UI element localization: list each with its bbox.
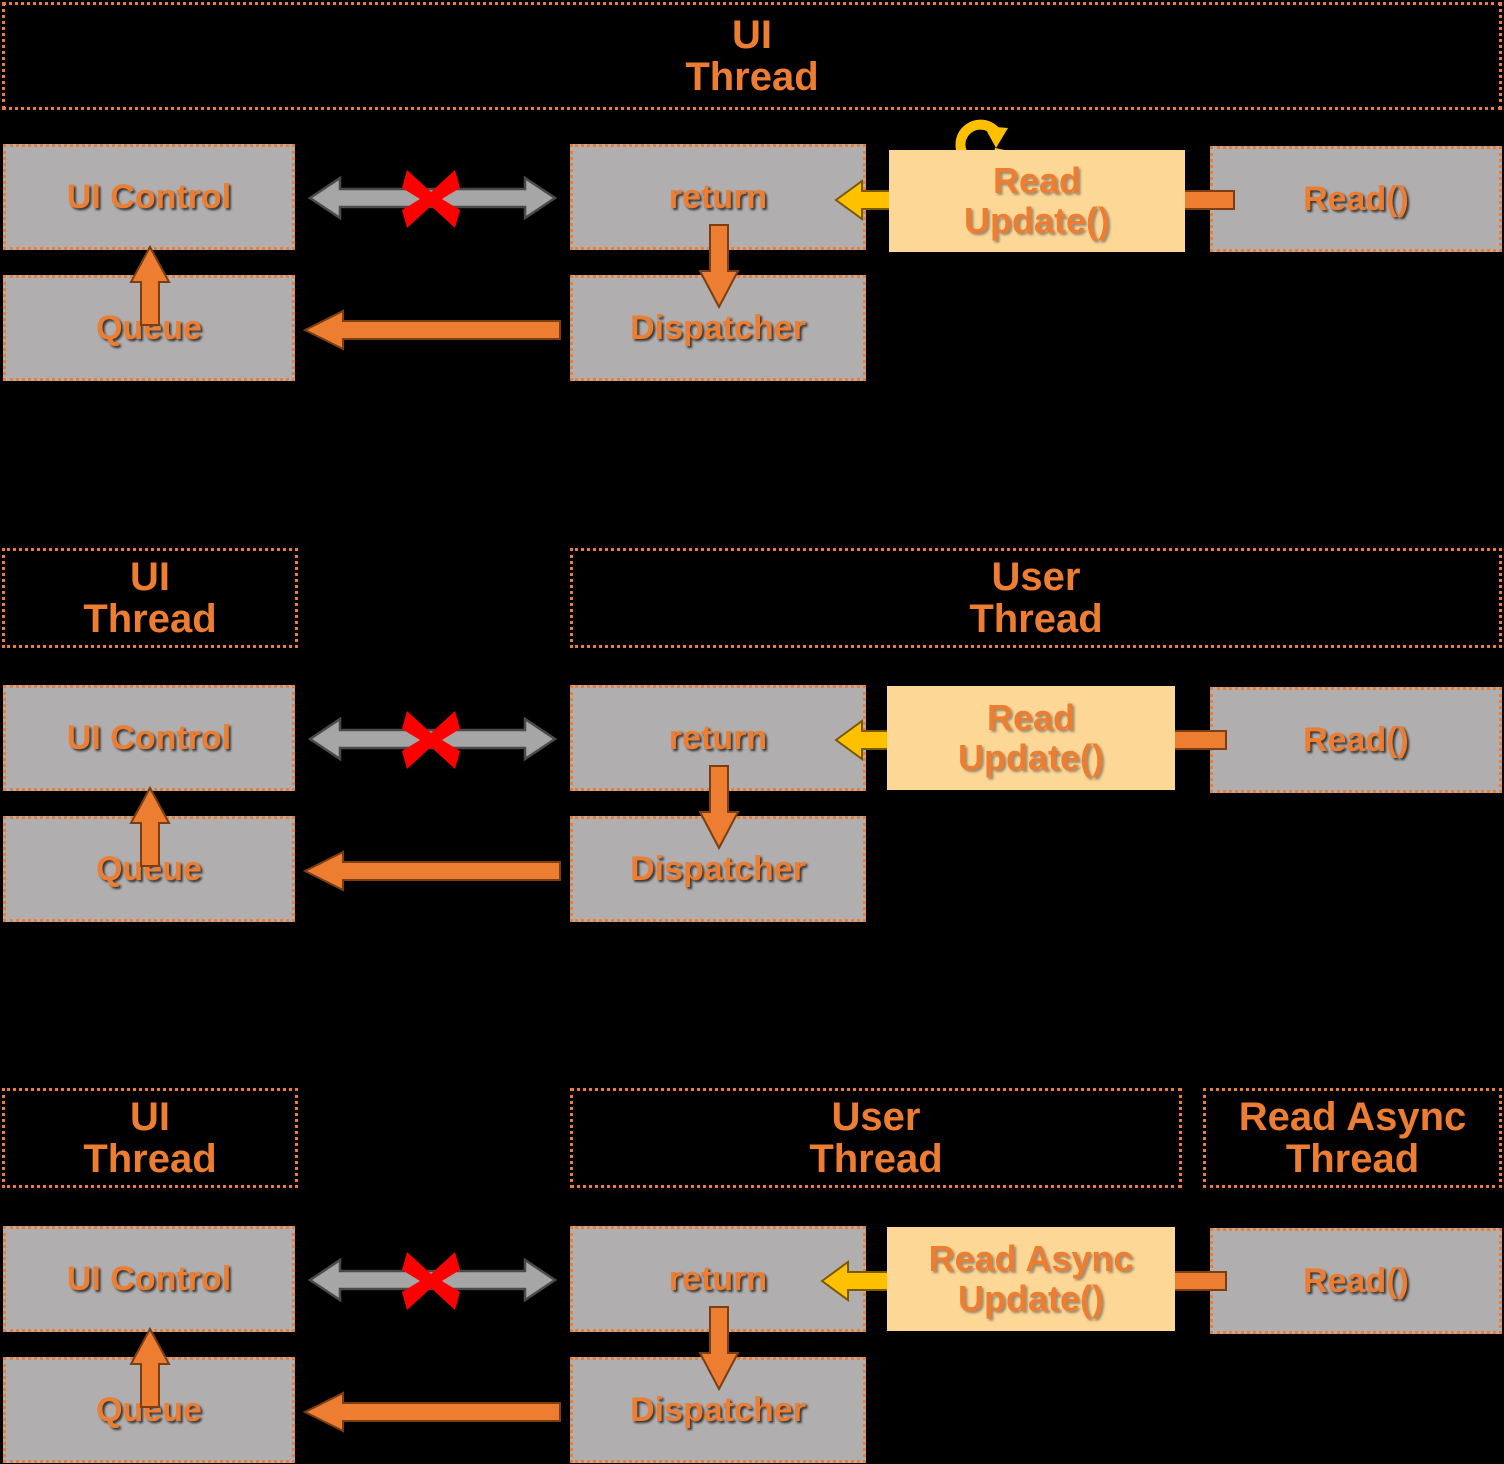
section-2-ui-control[interactable]: UI Control — [3, 685, 295, 791]
red-x-icon — [402, 711, 460, 769]
thread-header-line-1: UI — [130, 1095, 170, 1139]
yellow-label-line-2: Update() — [958, 737, 1104, 778]
section-1-queue-to-ui-control-arrow — [129, 244, 171, 326]
node-label: Dispatcher — [630, 1390, 806, 1429]
section-2-return-to-dispatcher-arrow — [698, 765, 740, 851]
node-label: UI Control — [66, 1259, 232, 1298]
section-3-read-async-update[interactable]: Read Async Update() — [887, 1227, 1175, 1331]
thread-header-line-2: Thread — [83, 597, 217, 641]
section-3-ui-control[interactable]: UI Control — [3, 1226, 295, 1332]
section-2-read-call[interactable]: Read() — [1210, 687, 1502, 793]
section-2-queue-to-ui-control-arrow — [129, 785, 171, 867]
yellow-label-line-1: Read — [992, 159, 1082, 201]
node-label: Read() — [1303, 1261, 1409, 1300]
section-3-ui-thread-header: UI Thread — [2, 1088, 298, 1188]
section-1-dispatcher-to-queue-arrow — [302, 309, 561, 351]
yellow-label-line-1: Read — [986, 696, 1076, 738]
yellow-label-line-2: Update() — [958, 1278, 1104, 1319]
section-1-dispatcher[interactable]: Dispatcher — [570, 275, 866, 381]
node-label: UI Control — [66, 718, 232, 757]
section-1-ui-thread-header: UI Thread — [2, 2, 1502, 110]
thread-header-line-2: Thread — [83, 1137, 217, 1181]
thread-header-line-1: User — [831, 1095, 921, 1139]
yellow-label-line-1: Read Async — [928, 1237, 1134, 1279]
section-1-read-call[interactable]: Read() — [1210, 146, 1502, 252]
thread-header-line-1: UI — [130, 555, 170, 599]
thread-header-line-2: Thread — [1285, 1137, 1420, 1181]
section-2-user-thread-header: User Thread — [570, 548, 1502, 648]
section-1-ui-control[interactable]: UI Control — [3, 144, 295, 250]
section-1-read-update[interactable]: Read Update() — [889, 150, 1185, 252]
node-label: Dispatcher — [630, 849, 806, 888]
thread-header-line-2: Thread — [809, 1137, 943, 1181]
section-2-dispatcher-to-queue-arrow — [302, 850, 561, 892]
section-2-read-update[interactable]: Read Update() — [887, 686, 1175, 790]
thread-header-line-1: User — [991, 555, 1081, 599]
node-label: return — [668, 718, 768, 757]
node-label: return — [668, 177, 768, 216]
node-label: Read() — [1303, 720, 1409, 759]
section-2-ui-thread-header: UI Thread — [2, 548, 298, 648]
section-3-read-async-thread-header: Read Async Thread — [1203, 1088, 1502, 1188]
node-label: Dispatcher — [630, 308, 806, 347]
section-3-return-to-dispatcher-arrow — [698, 1306, 740, 1392]
red-x-icon — [402, 1252, 460, 1310]
yellow-label-line-2: Update() — [964, 200, 1110, 241]
thread-header-line-2: Thread — [685, 55, 819, 99]
node-label: UI Control — [66, 177, 232, 216]
section-3-dispatcher-to-queue-arrow — [302, 1391, 561, 1433]
thread-header-line-1: UI — [732, 13, 772, 57]
node-label: return — [668, 1259, 768, 1298]
section-3-user-thread-header: User Thread — [570, 1088, 1182, 1188]
thread-header-line-1: Read Async — [1238, 1095, 1467, 1139]
red-x-icon — [402, 170, 460, 228]
node-label: Read() — [1303, 179, 1409, 218]
section-3-read-call[interactable]: Read() — [1210, 1228, 1502, 1334]
thread-header-line-2: Thread — [969, 597, 1103, 641]
section-3-queue-to-ui-control-arrow — [129, 1326, 171, 1408]
section-1-return-to-dispatcher-arrow — [698, 224, 740, 310]
